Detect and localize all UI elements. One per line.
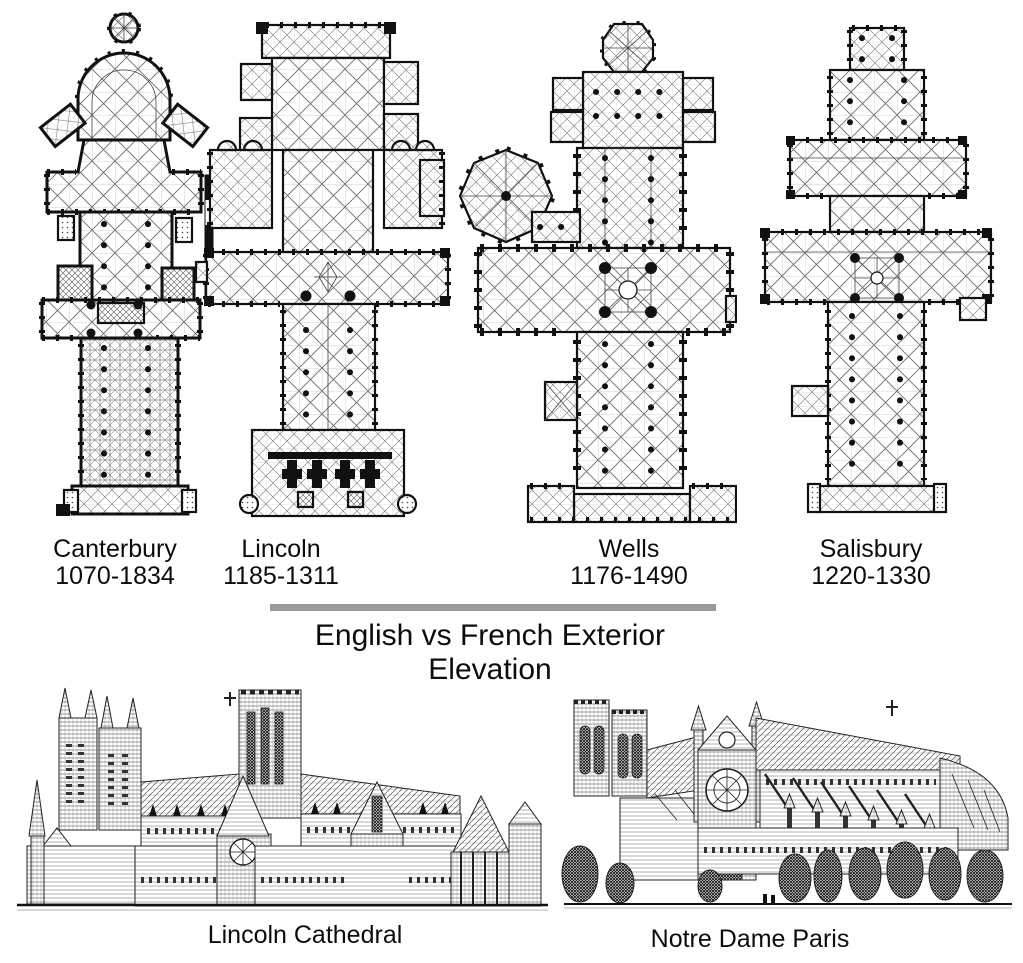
nave [281, 302, 377, 432]
plan-dates: 1070-1834 [55, 562, 175, 590]
lincoln-cathedral-elevation [17, 687, 548, 912]
wells-floor-plan [455, 21, 737, 524]
flying-buttresses [764, 773, 930, 831]
nave [575, 330, 685, 490]
salisbury-floor-plan [760, 25, 994, 514]
trinity-chapel-apse [76, 51, 172, 142]
east-transept [45, 138, 203, 214]
lincoln-floor-plan [194, 22, 451, 518]
galilee-porch [194, 260, 209, 284]
st-andrew-chapel [38, 102, 88, 149]
nave [79, 336, 180, 488]
nave [826, 300, 926, 488]
chapter-house [450, 794, 512, 907]
plan-dates: 1220-1330 [811, 562, 931, 590]
section-title: English vs French Exterior Elevation [250, 619, 730, 687]
st-anselm-chapel [160, 102, 210, 149]
west-front [70, 484, 190, 516]
west-spirelet [28, 779, 46, 837]
choir [281, 148, 375, 254]
north-porch [790, 384, 830, 418]
cross-finial [224, 692, 236, 706]
section-divider [270, 604, 716, 611]
plan-dates: 1176-1490 [570, 562, 688, 590]
choir [575, 146, 685, 250]
west-towers [573, 699, 648, 797]
nw-tower [688, 484, 737, 524]
angel-choir [270, 56, 386, 152]
plan-name: Salisbury [819, 535, 923, 563]
figure [763, 894, 767, 904]
caption-salisbury: Salisbury 1220-1330 [771, 536, 971, 590]
choir [828, 194, 926, 234]
apse [939, 757, 1009, 851]
west-front-piers [282, 460, 380, 509]
west-front [814, 484, 940, 514]
transept [476, 246, 732, 334]
choir [78, 210, 174, 302]
plan-name: Wells [598, 535, 660, 563]
trinity-chapel [848, 26, 906, 72]
plan-name: Canterbury [53, 535, 177, 563]
retrochoir [581, 70, 685, 150]
caption-wells: Wells 1176-1490 [529, 536, 729, 590]
west-towers [58, 687, 142, 831]
west-front [250, 428, 406, 518]
caption-notre-dame: Notre Dame Paris [650, 925, 850, 953]
presbytery [828, 68, 926, 142]
section-title-line2: Elevation [428, 653, 552, 686]
notre-dame-elevation [561, 699, 1012, 911]
main-transept [204, 250, 450, 306]
plan-dates: 1185-1311 [223, 562, 339, 590]
east-end [260, 23, 392, 60]
ne-transept-arm [208, 148, 274, 230]
section-title-line1: English vs French Exterior [314, 619, 666, 652]
caption-canterbury: Canterbury 1070-1834 [15, 536, 215, 590]
figure [771, 895, 775, 904]
main-transept [763, 230, 993, 304]
vestry [958, 296, 988, 322]
nw-choir-chapel [56, 264, 94, 302]
trees [561, 841, 1004, 904]
east-transept [788, 138, 968, 198]
sw-tower [526, 484, 576, 524]
cross-finial [886, 700, 898, 716]
plan-name: Lincoln [241, 535, 321, 563]
se-choir-chapel [160, 266, 196, 302]
crossing-vault [618, 280, 638, 300]
caption-lincoln-cathedral: Lincoln Cathedral [207, 921, 403, 949]
caption-lincoln: Lincoln 1185-1311 [181, 536, 381, 590]
canterbury-floor-plan [38, 11, 210, 516]
